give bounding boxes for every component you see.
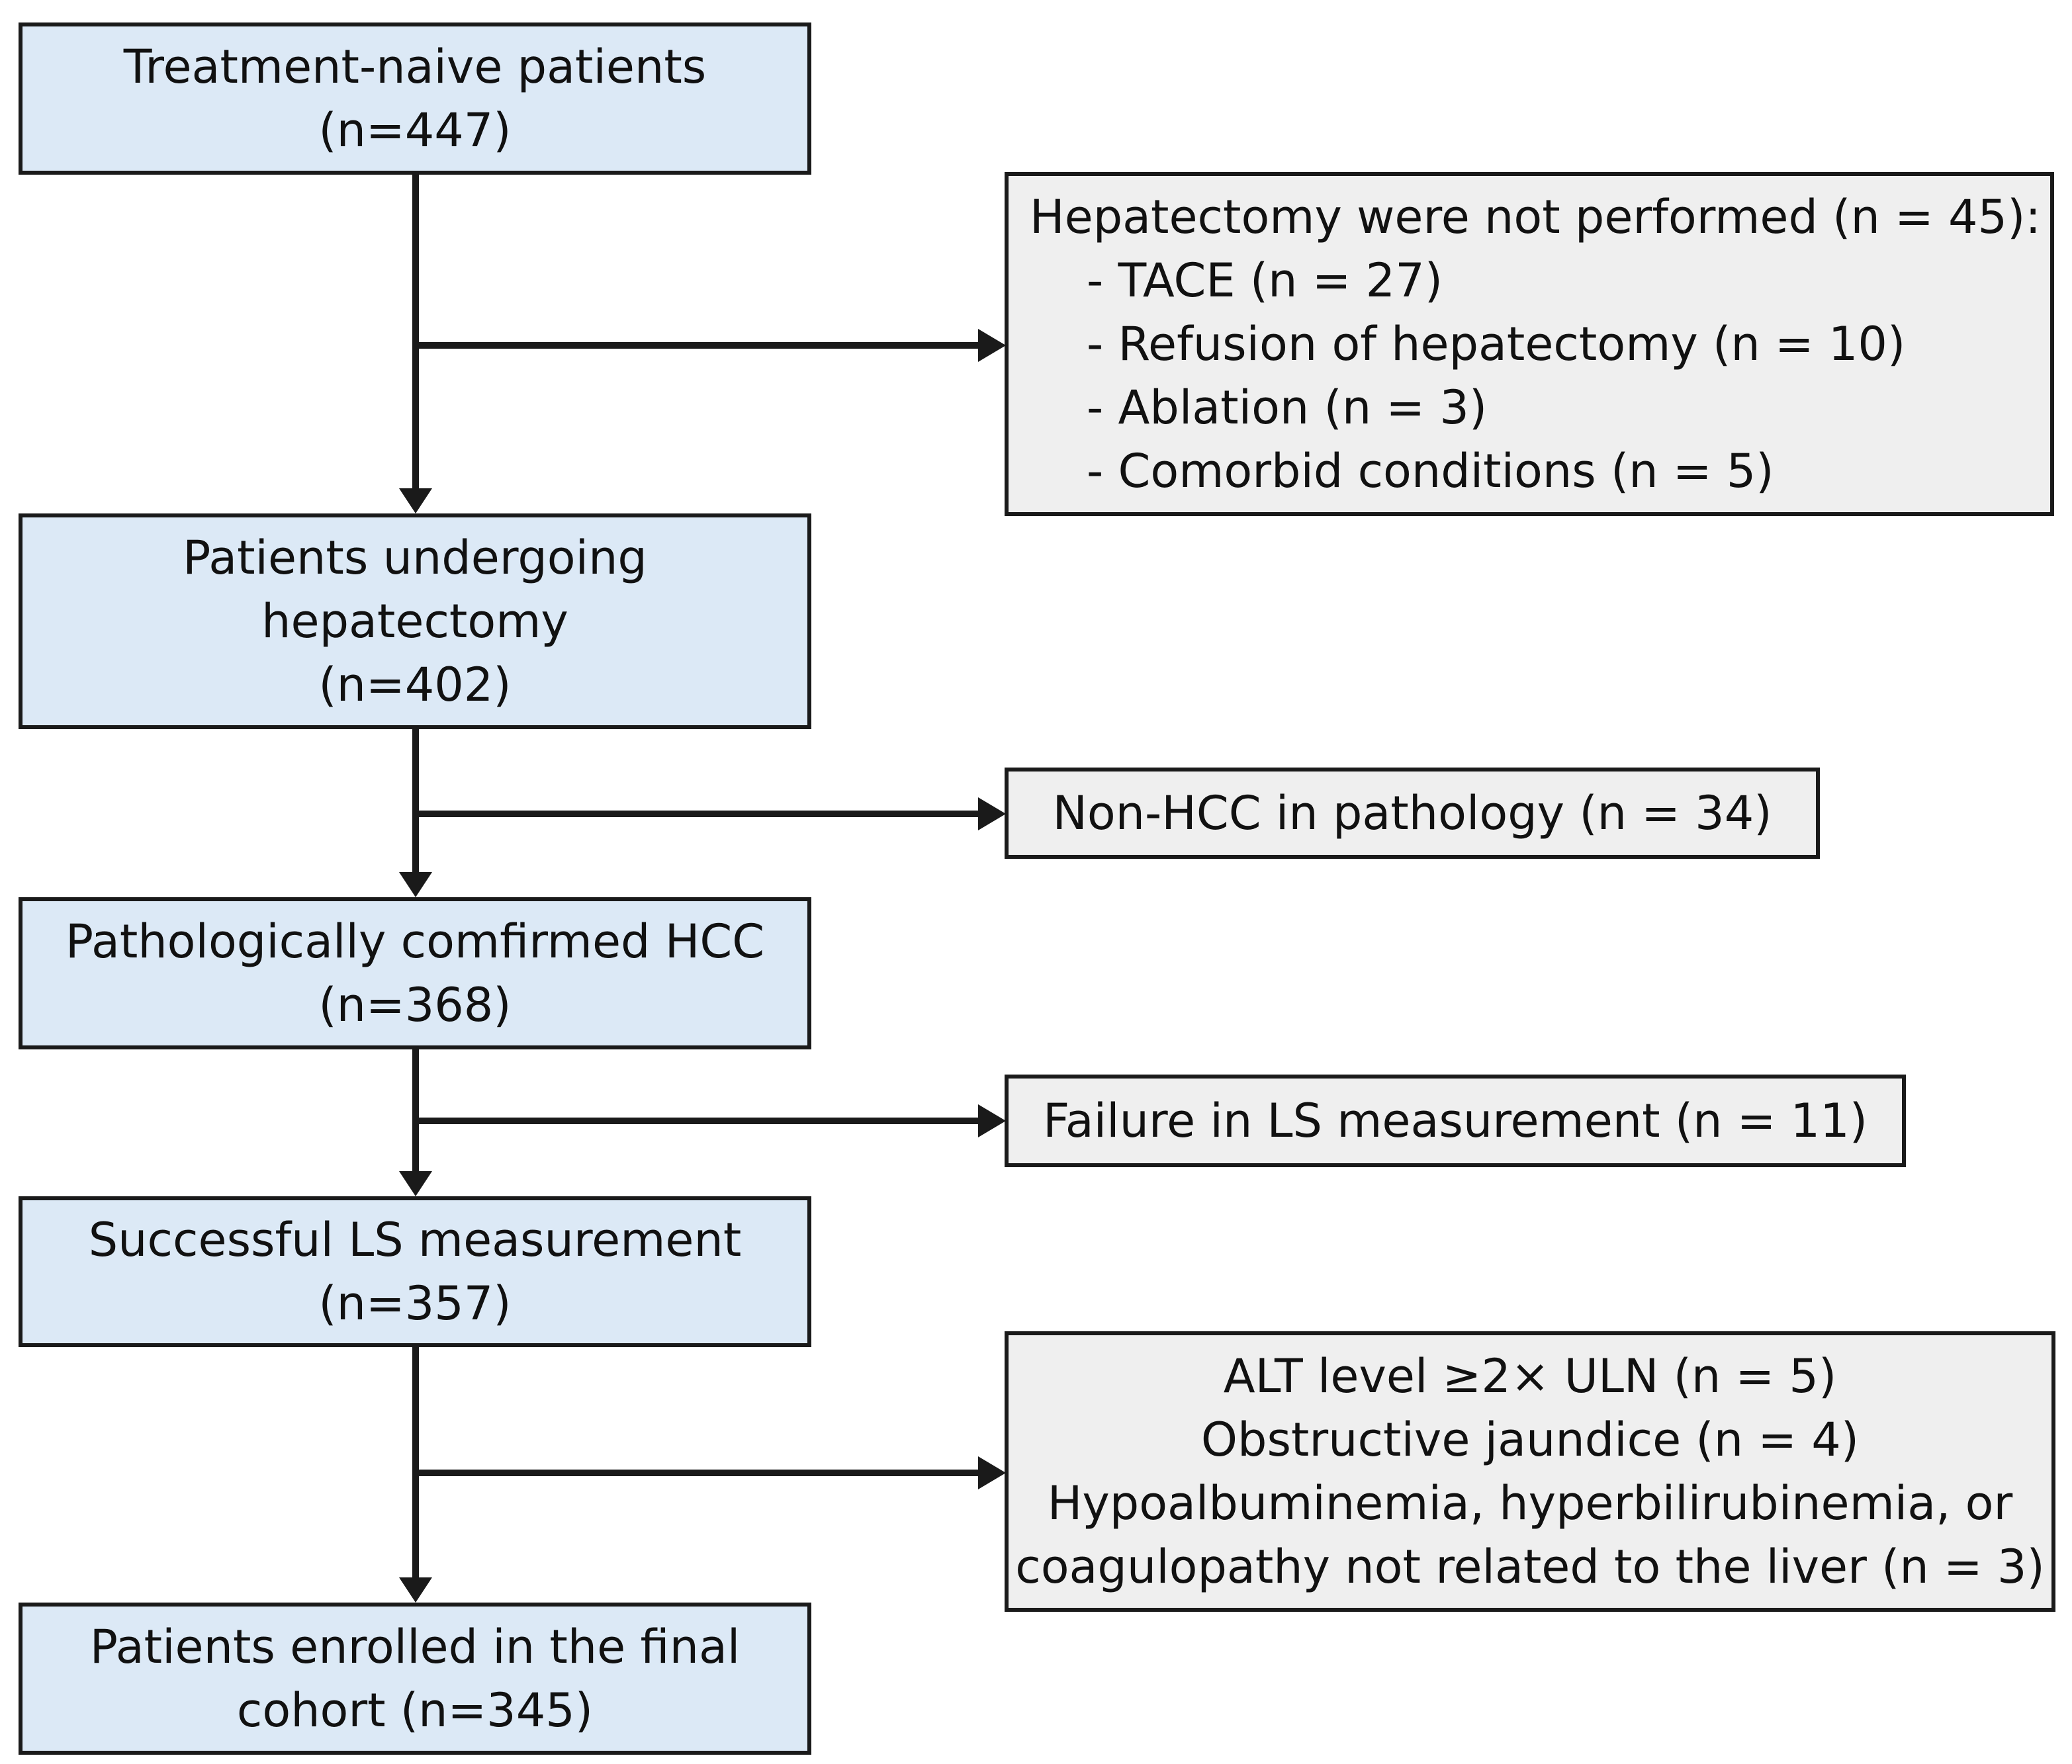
main-box-treatment-naive: Treatment-naive patients (n=447) — [19, 22, 811, 175]
exclusion-text: coagulopathy not related to the liver (n… — [1015, 1540, 2045, 1594]
arrowhead-main-5 — [399, 1577, 432, 1603]
exclusion-text: Non-HCC in pathology (n = 34) — [1052, 786, 1772, 840]
main-box-text: Treatment-naive patients — [123, 40, 707, 94]
arrowhead-branch-3 — [978, 1104, 1006, 1137]
main-box-text: Patients undergoing — [183, 531, 647, 585]
main-box-count: (n=402) — [318, 658, 512, 712]
exclusion-text: Failure in LS measurement (n = 11) — [1042, 1094, 1868, 1148]
main-box-ls-measurement: Successful LS measurement (n=357) — [19, 1196, 811, 1347]
exclusion-text: Obstructive jaundice (n = 4) — [1200, 1413, 1860, 1467]
arrowhead-main-3 — [399, 872, 432, 897]
exclusion-box-ls-failure: Failure in LS measurement (n = 11) — [1005, 1075, 1906, 1167]
main-box-final-cohort: Patients enrolled in the final cohort (n… — [19, 1603, 811, 1755]
main-box-text: cohort (n=345) — [236, 1683, 594, 1738]
exclusion-text: Hypoalbuminemia, hyperbilirubinemia, or — [1047, 1476, 2013, 1530]
arrowhead-branch-2 — [978, 797, 1006, 830]
arrowhead-main-2 — [399, 488, 432, 513]
main-box-count: (n=357) — [318, 1276, 512, 1331]
arrowhead-branch-4 — [978, 1456, 1006, 1489]
arrowhead-branch-1 — [978, 329, 1006, 362]
main-box-text: hepatectomy — [261, 594, 568, 648]
exclusion-box-lab-criteria: ALT level ≥2× ULN (n = 5) Obstructive ja… — [1005, 1331, 2055, 1612]
exclusion-item: - TACE (n = 27) — [1087, 253, 1443, 308]
main-box-text: Successful LS measurement — [88, 1213, 742, 1267]
exclusion-title: Hepatectomy were not performed (n = 45): — [1030, 190, 2041, 244]
exclusion-text: ALT level ≥2× ULN (n = 5) — [1223, 1349, 1837, 1403]
main-box-count: (n=447) — [318, 103, 512, 157]
main-box-hepatectomy: Patients undergoing hepatectomy (n=402) — [19, 513, 811, 729]
arrowhead-main-4 — [399, 1171, 432, 1196]
exclusion-item: - Refusion of hepatectomy (n = 10) — [1087, 317, 1906, 371]
exclusion-item: - Ablation (n = 3) — [1087, 380, 1488, 435]
exclusion-box-no-hepatectomy: Hepatectomy were not performed (n = 45):… — [1005, 172, 2054, 516]
main-box-confirmed-hcc: Pathologically comfirmed HCC (n=368) — [19, 897, 811, 1049]
exclusion-item: - Comorbid conditions (n = 5) — [1087, 444, 1774, 498]
exclusion-box-non-hcc: Non-HCC in pathology (n = 34) — [1005, 768, 1820, 859]
main-box-text: Pathologically comfirmed HCC — [65, 914, 765, 969]
main-box-count: (n=368) — [318, 978, 512, 1032]
main-box-text: Patients enrolled in the final — [89, 1620, 741, 1674]
